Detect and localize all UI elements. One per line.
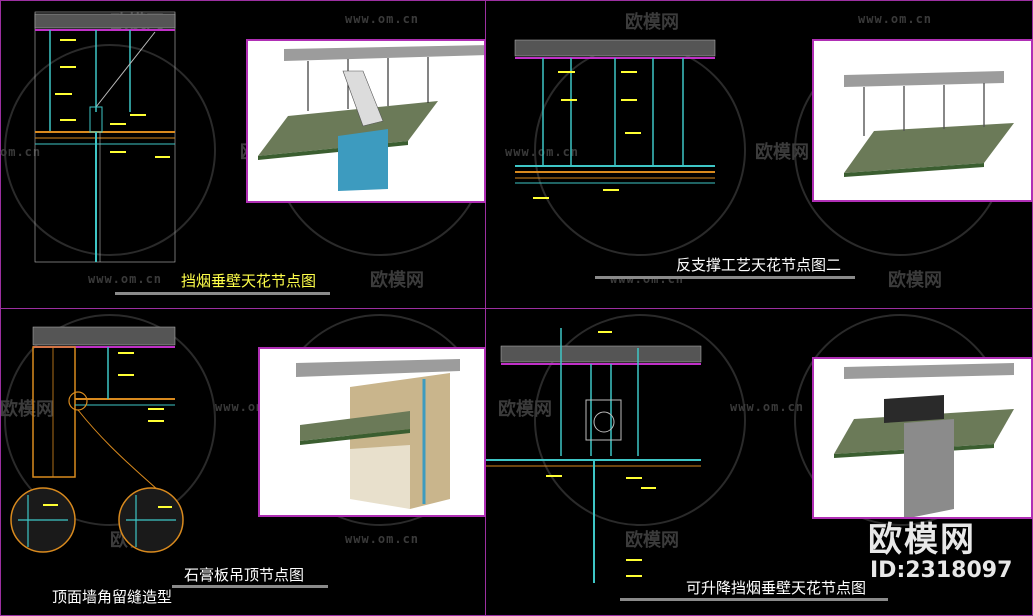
watermark-logo-large: 欧模网 (868, 520, 976, 560)
title-underline (172, 585, 328, 588)
3d-preview-smoke-barrier (246, 39, 486, 203)
cad-drawing-gypsum-ceiling (10, 326, 184, 553)
panel-title-smoke-barrier: 挡烟垂壁天花节点图 (181, 272, 317, 290)
panel-title-gypsum-ceiling: 石膏板吊顶节点图 (184, 566, 305, 584)
detail-label-corner-gap: 顶面墙角留缝造型 (52, 588, 173, 606)
watermark-url: www.om.cn (858, 12, 933, 26)
cad-drawing-smoke-barrier (34, 11, 176, 263)
watermark-logo: 欧模网 (625, 530, 679, 551)
watermark-logo: 欧模网 (625, 12, 679, 33)
watermark-logo: 欧模网 (0, 399, 54, 420)
watermark-logo: 欧模网 (755, 142, 809, 163)
watermark-logo: 欧模网 (370, 270, 424, 291)
watermark-logo: 欧模网 (888, 270, 942, 291)
cad-drawing-reverse-support (514, 39, 716, 199)
panel-title-reverse-support: 反支撑工艺天花节点图二 (676, 256, 842, 274)
watermark-url: www.om.cn (88, 272, 163, 286)
title-underline (620, 598, 888, 601)
watermark-url: www.om.cn (505, 145, 580, 159)
watermark-id: ID:2318097 (870, 558, 1013, 583)
3d-preview-gypsum-ceiling (258, 347, 486, 517)
3d-preview-liftable-barrier (812, 357, 1033, 519)
watermark-url: www.om.cn (345, 532, 420, 546)
watermark-url: www.om.cn (610, 272, 685, 286)
watermark-url: www.om.cn (345, 12, 420, 26)
title-underline (595, 276, 855, 279)
panel-title-liftable-barrier: 可升降挡烟垂壁天花节点图 (686, 579, 867, 597)
title-underline (115, 292, 330, 295)
3d-preview-reverse-support (812, 39, 1033, 202)
watermark-url: om.cn (0, 145, 42, 159)
cad-drawing-liftable-barrier (486, 328, 702, 583)
watermark-url: www.om.cn (730, 400, 805, 414)
watermark-logo: 欧模网 (498, 399, 552, 420)
